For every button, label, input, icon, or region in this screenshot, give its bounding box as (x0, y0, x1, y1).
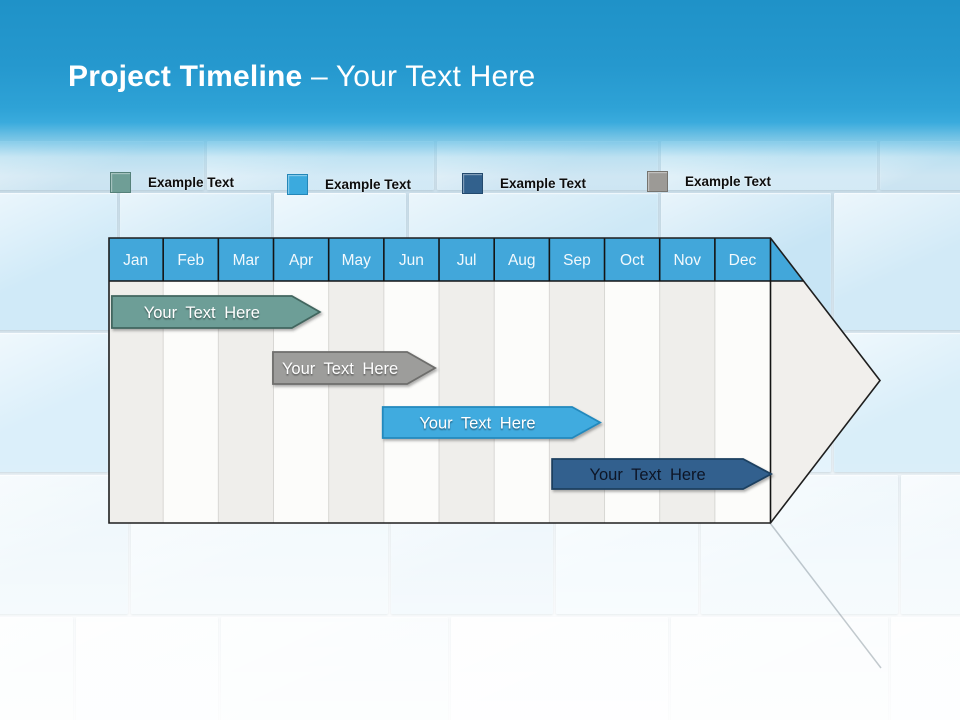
month-label: Dec (729, 252, 757, 269)
timeline-bar-label: Your Text Here (144, 304, 260, 322)
timeline-bar (381, 406, 602, 439)
timeline-bar-label: Your Text Here (282, 360, 398, 378)
legend-swatch-lightblue (287, 173, 308, 195)
month-label: Jul (457, 252, 477, 269)
legend-item: Example Text (287, 173, 412, 195)
month-column (383, 281, 440, 523)
month-label: Sep (563, 252, 591, 269)
wall-tile (901, 475, 960, 614)
month-label: Nov (673, 252, 701, 269)
month-label: Mar (233, 252, 260, 269)
wall-tile (834, 193, 960, 330)
slide-title: Project Timeline – Your Text Here (68, 60, 535, 94)
wall-tile (451, 617, 668, 720)
legend-item: Example Text (462, 172, 587, 194)
month-label: Jun (399, 252, 424, 269)
month-column (439, 281, 495, 523)
month-column (494, 281, 550, 523)
month-column (328, 281, 384, 523)
legend-label: Example Text (325, 176, 412, 192)
wall-tile (221, 617, 448, 720)
wall-tile (0, 617, 73, 720)
title-emphasis: Project Timeline (68, 60, 303, 93)
legend-swatch-teal (110, 171, 131, 193)
month-label: May (342, 252, 372, 269)
month-label: Apr (289, 252, 313, 269)
legend-item: Example Text (110, 171, 235, 193)
month-label: Jan (123, 252, 148, 269)
wall-tile (76, 617, 218, 720)
legend-label: Example Text (685, 173, 772, 189)
legend-label: Example Text (500, 175, 587, 191)
legend-swatch-gray (647, 170, 668, 192)
legend-item: Example Text (647, 170, 772, 192)
month-header-row (109, 238, 880, 281)
legend-swatch-darkblue (462, 172, 483, 194)
month-label: Oct (620, 252, 645, 269)
month-label: Aug (508, 252, 536, 269)
arrow-reflection (769, 522, 882, 669)
timeline-bar (110, 295, 322, 329)
timeline-bar-label: Your Text Here (590, 466, 706, 484)
wall-tile (0, 333, 108, 472)
wall-tile (891, 617, 960, 720)
timeline-bar (272, 351, 437, 385)
title-suffix: – Your Text Here (302, 60, 536, 93)
wall-tile (0, 193, 117, 330)
timeline-bar-label: Your Text Here (419, 415, 535, 433)
legend-label: Example Text (148, 174, 235, 190)
timeline-grid: Jan Feb Mar Apr May Jun Jul Aug Sep Oct Nov Dec (109, 238, 880, 523)
month-label: Feb (177, 252, 204, 269)
